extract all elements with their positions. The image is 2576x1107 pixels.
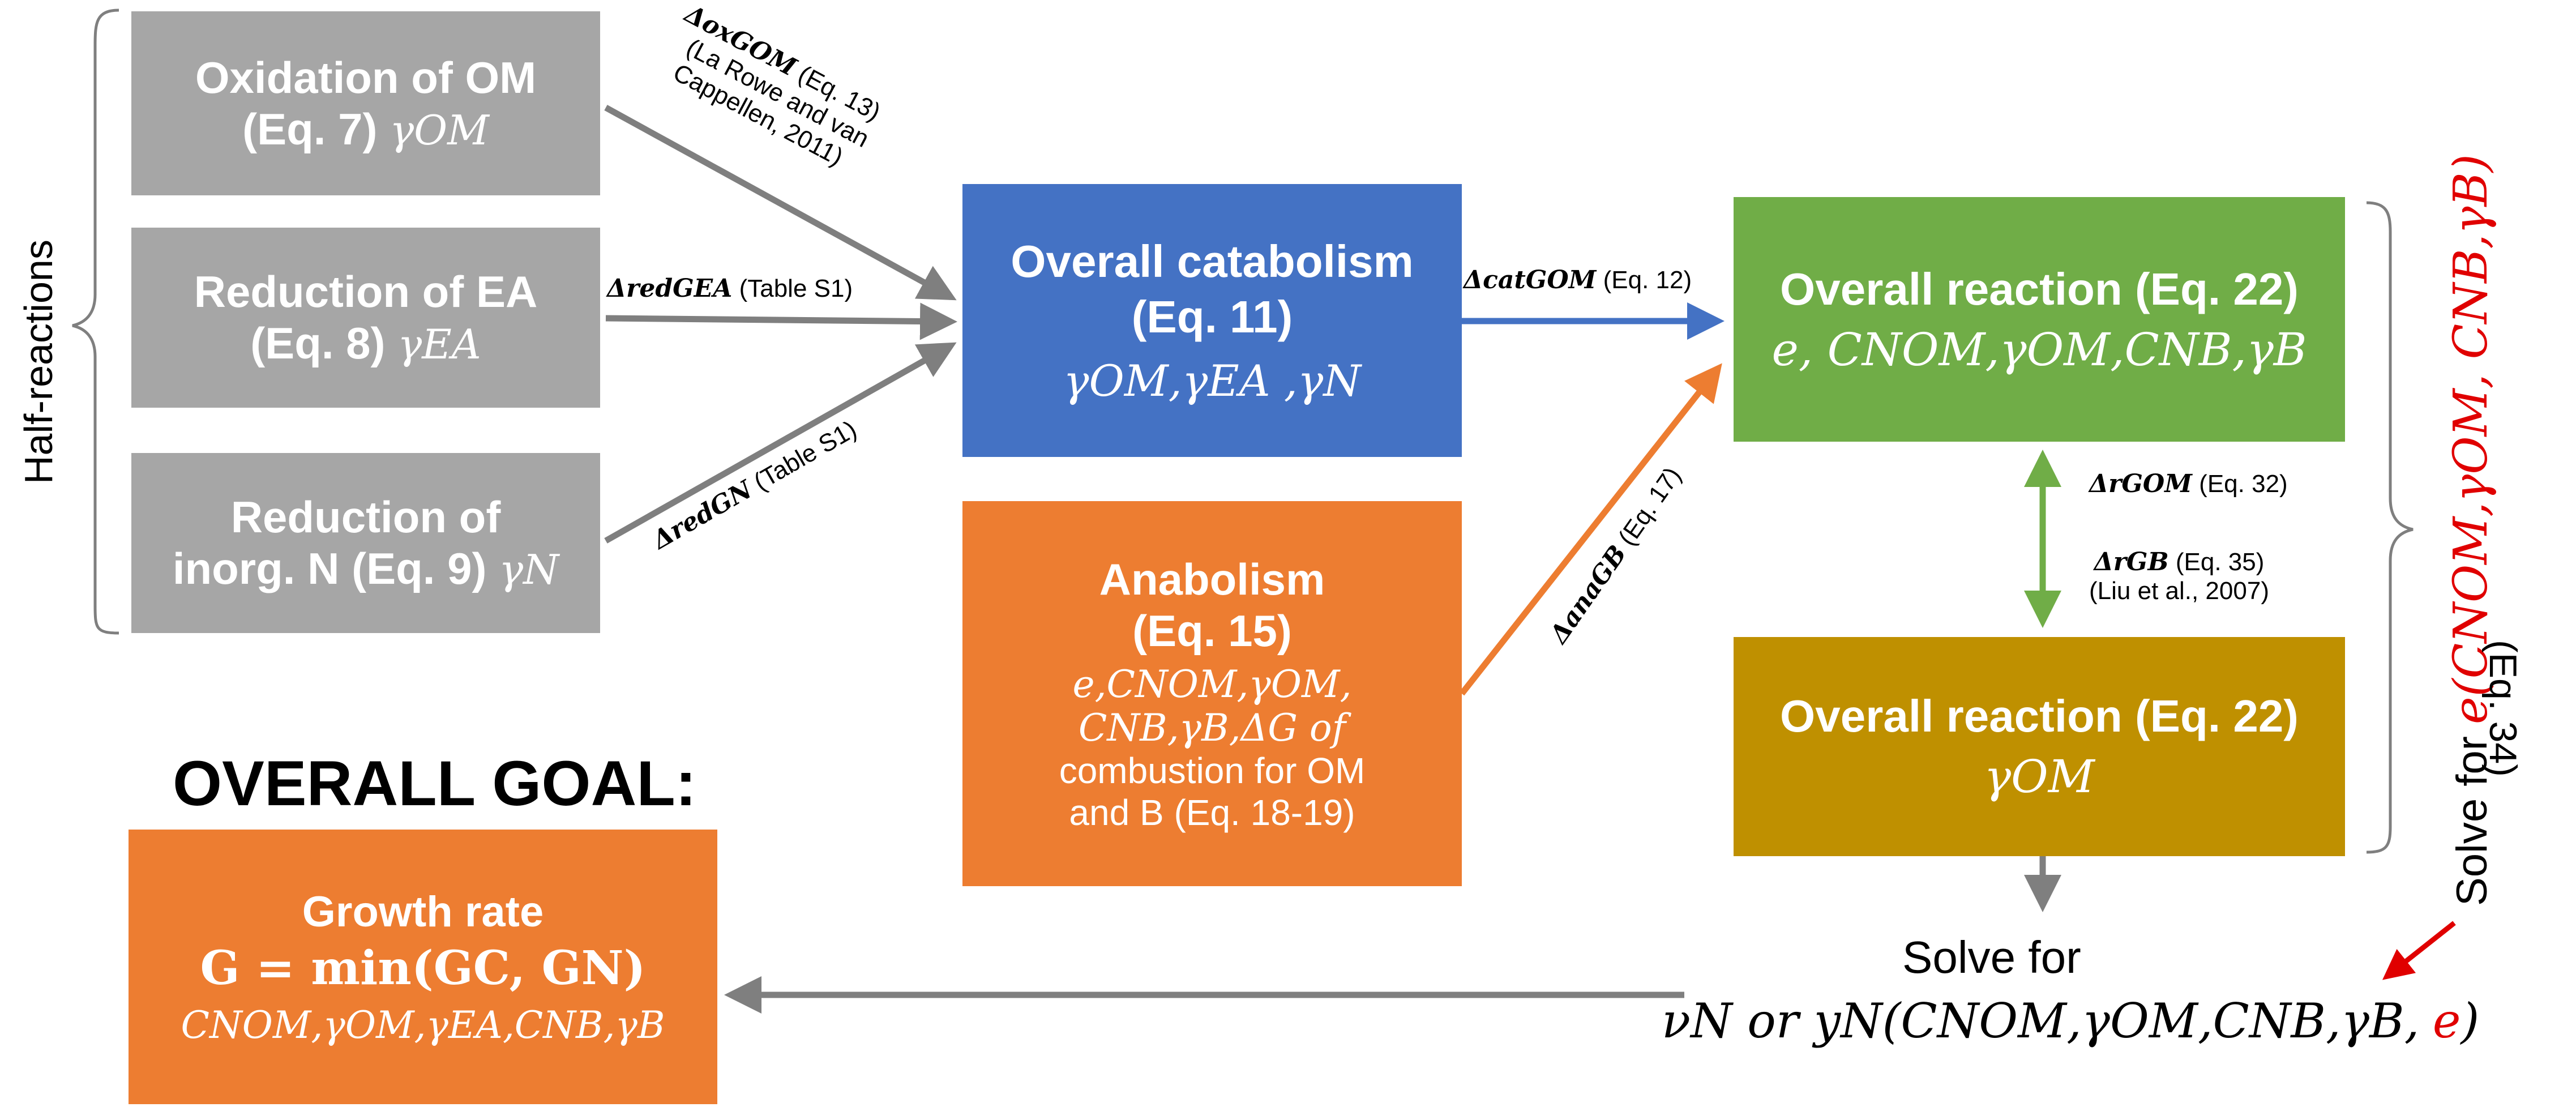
- overall-reaction-brace: [2366, 201, 2414, 854]
- anabolism-line1: e,CNOM,γOM,: [1072, 663, 1352, 706]
- oxidation-eq: (Eq. 7): [242, 104, 378, 154]
- half-reactions-brace: [72, 8, 119, 635]
- arrow-oxidation-to-catabolism: [604, 105, 957, 301]
- growth-rate-box: Growth rate G = min(GC, GN) CNOM,γOM,γEA…: [129, 830, 717, 1104]
- solve-bottom-expr-a: νN or yN(CNOM,γOM,CNB,γB,: [1662, 993, 2420, 1049]
- overall-green-sym: e, CNOM,γOM,CNB,γB: [1771, 323, 2307, 376]
- label-cat-sym: ΔcatGOM: [1464, 266, 1597, 294]
- catabolism-box: Overall catabolism (Eq. 11) γOM,γEA ,γN: [962, 184, 1462, 457]
- reduction-ea-title: Reduction of EA: [194, 267, 538, 317]
- anabolism-line4: and B (Eq. 18-19): [1069, 792, 1355, 833]
- solve-bottom-e: e: [2432, 993, 2461, 1049]
- label-r-b-sym: ΔrGB: [2094, 548, 2169, 576]
- label-r-b-cite: (Liu et al., 2007): [2089, 576, 2269, 605]
- arrow-red-e: [2382, 921, 2456, 980]
- label-cat: ΔcatGOM (Eq. 12): [1464, 266, 1692, 295]
- reduction-ea-sym: γEA: [397, 320, 481, 368]
- overall-green-title: Overall reaction (Eq. 22): [1780, 263, 2299, 314]
- arrow-anabolism-to-overall: [1459, 363, 1722, 696]
- arrow-reduction-n-to-catabolism: [604, 342, 957, 544]
- oxidation-box: Oxidation of OM (Eq. 7) γOM: [131, 11, 600, 195]
- growth-sym: CNOM,γOM,γEA,CNB,γB: [181, 1003, 665, 1047]
- overall-olive-title: Overall reaction (Eq. 22): [1780, 691, 2299, 741]
- arrow-reduction-ea-to-catabolism: [605, 302, 957, 340]
- anabolism-line3: combustion for OM: [1059, 750, 1366, 791]
- catabolism-title: Overall catabolism: [1011, 236, 1414, 287]
- label-r-b-ref: (Eq. 35): [2175, 548, 2265, 576]
- label-red-ea: ΔredGEA (Table S1): [607, 274, 853, 304]
- label-cat-ref: (Eq. 12): [1603, 266, 1692, 294]
- oxidation-sym: γOM: [390, 106, 489, 154]
- reduction-n-eq: inorg. N (Eq. 9): [172, 544, 487, 593]
- growth-formula: G = min(GC, GN): [200, 941, 646, 995]
- reduction-n-title: Reduction of: [230, 492, 501, 542]
- label-r-om-ref: (Eq. 32): [2199, 470, 2288, 498]
- overall-goal-heading: OVERALL GOAL:: [173, 748, 697, 819]
- reduction-n-sym: γN: [499, 546, 559, 593]
- solve-bottom-close: ): [2461, 993, 2480, 1049]
- reduction-ea-box: Reduction of EA (Eq. 8) γEA: [131, 228, 600, 408]
- overall-reaction-olive-box: Overall reaction (Eq. 22) γOM: [1734, 637, 2345, 856]
- label-r-b: ΔrGB (Eq. 35) (Liu et al., 2007): [2089, 548, 2269, 605]
- anabolism-title: Anabolism: [1099, 554, 1325, 604]
- label-r-om: ΔrGOM (Eq. 32): [2089, 469, 2288, 499]
- oxidation-title: Oxidation of OM: [195, 52, 537, 102]
- overall-olive-sym: γOM: [1984, 750, 2095, 803]
- label-red-ea-sym: ΔredGEA: [607, 274, 733, 303]
- solve-bottom-expr: νN or yN(CNOM,γOM,CNB,γB, e): [1662, 994, 2479, 1049]
- overall-reaction-green-box: Overall reaction (Eq. 22) e, CNOM,γOM,CN…: [1734, 197, 2345, 442]
- reduction-n-box: Reduction of inorg. N (Eq. 9) γN: [131, 453, 600, 633]
- solve-bottom-line1: Solve for: [1902, 932, 2081, 982]
- anabolism-line2: CNB,γB,ΔG of: [1078, 706, 1346, 750]
- solve-right-expr: e(CNOM,γOM, CNB,γB): [2444, 154, 2498, 724]
- reduction-ea-eq: (Eq. 8): [250, 318, 386, 368]
- label-r-om-sym: ΔrGOM: [2089, 469, 2192, 498]
- catabolism-sym: γOM,γEA ,γN: [1063, 355, 1361, 406]
- solve-right-label: Solve for e(CNOM,γOM, CNB,γB): [2444, 154, 2498, 906]
- anabolism-eq: (Eq. 15): [1132, 606, 1292, 656]
- half-reactions-label: Half-reactions: [16, 240, 61, 484]
- growth-title: Growth rate: [302, 887, 544, 936]
- solve-right-eq: (Eq. 34): [2481, 640, 2524, 777]
- label-red-ea-ref: (Table S1): [739, 275, 853, 302]
- anabolism-box: Anabolism (Eq. 15) e,CNOM,γOM, CNB,γB,ΔG…: [962, 501, 1462, 886]
- catabolism-eq: (Eq. 11): [1131, 291, 1293, 342]
